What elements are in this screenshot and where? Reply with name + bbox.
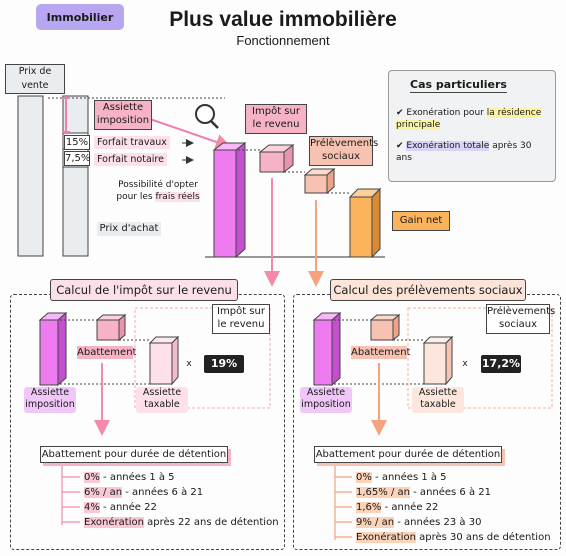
list-item: 1,65% / an - années 6 à 21 [356,487,492,498]
prelevements-badge: Prélèvements sociaux [486,304,555,334]
impot-cube [259,151,285,173]
assiette-imposition-label: Assiette imposition [94,100,152,130]
impot-assiette-bar [213,149,237,258]
list-item: 4% - année 22 [84,502,157,513]
list-item: 0% - années 1 à 5 [356,472,447,483]
page-title: Plus value immobilière [169,8,397,31]
list-title-right: Abattement pour durée de détention [314,446,502,463]
list-item: 1,6% - année 22 [356,502,439,513]
prix-vente-bar [17,95,44,257]
prelevements-cube [304,174,328,194]
section-prelevements-title: Calcul des prélèvements sociaux [330,279,526,301]
list-right: 0% - années 1 à 5 1,65% / an - années 6 … [356,470,551,545]
list-item: Exonération après 22 ans de détention [84,517,279,528]
impot-revenu-label: Impôt sur le revenu [245,104,307,134]
check-icon: ✔ [396,141,404,151]
pct-notaire: 7,5% [64,151,91,166]
list-title-left: Abattement pour durée de détention [40,446,228,463]
rate-right: 17,2% [481,355,521,373]
gain-net-label: Gain net [392,211,450,231]
list-item: 6% / an - années 6 à 21 [84,487,204,498]
assiette-label-left: Assiette imposition [24,387,76,413]
impot-badge: Impôt sur le revenu [212,304,270,334]
pct-travaux: 15% [64,135,90,150]
cas-item-residence: ✔ Exonération pour la résidence principa… [396,108,542,130]
category-tag: Immobilier [36,4,124,30]
forfait-travaux-label: Forfait travaux [94,136,170,149]
forfait-notaire-label: Forfait notaire [94,153,167,166]
prix-achat-label: Prix d'achat [97,222,161,236]
abattement-label-left: Abattement [77,346,137,359]
prelevements-sociaux-label: Prélèvements sociaux [309,136,378,166]
assiette-label-right: Assiette imposition [300,387,352,413]
cas-particuliers-title: Cas particuliers [410,78,507,93]
prix-vente-label: Prix de vente [5,64,65,94]
cas-item-exoneration: ✔ Exonération totale après 30 ans [396,141,532,163]
page-subtitle: Fonctionnement [236,33,330,48]
list-item: 0% - années 1 à 5 [84,472,175,483]
section-impot-title: Calcul de l'impôt sur le revenu [50,279,238,301]
rate-left: 19% [204,355,244,373]
check-icon: ✔ [396,108,404,118]
assiette-taxable-left: Assiette taxable [136,387,188,413]
magnifier-icon [195,104,215,124]
assiette-taxable-right: Assiette taxable [412,387,464,413]
times-left: x [186,359,192,369]
list-left: 0% - années 1 à 5 6% / an - années 6 à 2… [84,470,279,530]
abattement-label-right: Abattement [351,346,411,359]
gain-net-bar [349,196,373,258]
option-note: Possibilité d'opter pour les frais réels [116,180,200,202]
prix-achat-bar [62,95,89,257]
list-item: Exonération après 30 ans de détention [356,532,551,543]
times-right: x [462,359,468,369]
list-item: 9% / an - années 23 à 30 [356,517,482,528]
